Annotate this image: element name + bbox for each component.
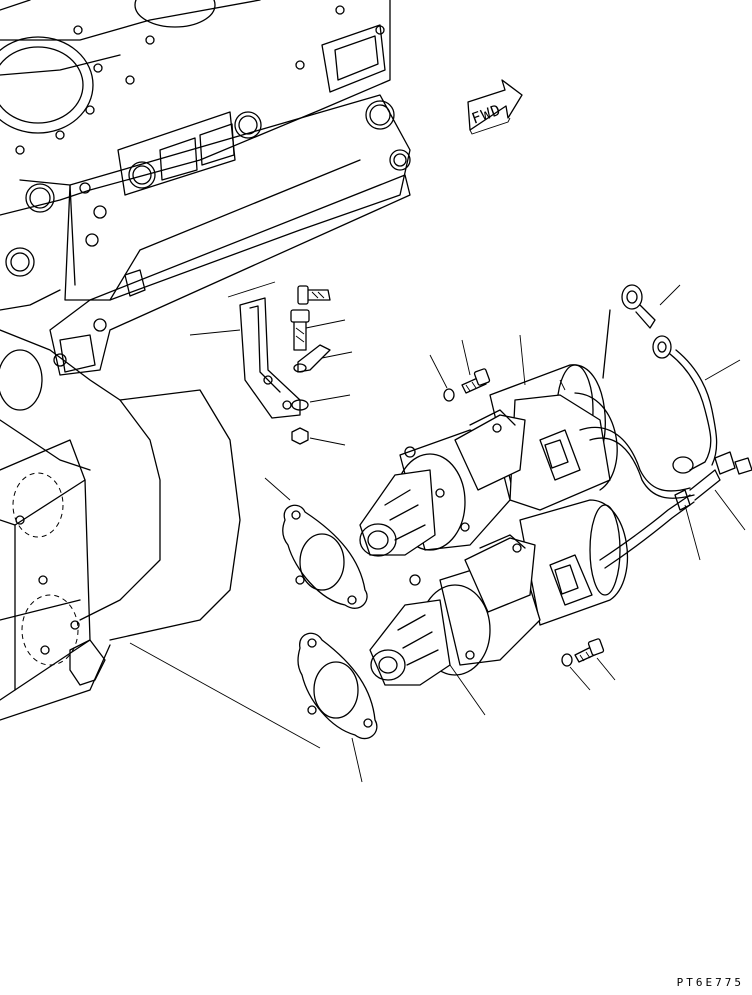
starter-motor-upper bbox=[359, 364, 618, 557]
drawing-code: PT6E775 bbox=[676, 976, 744, 989]
starter-motor-lower bbox=[369, 499, 629, 686]
engine-block bbox=[0, 0, 411, 749]
starter-bolt-lower bbox=[574, 638, 616, 681]
wiring-harness bbox=[579, 309, 752, 569]
bracket-bolt-upper bbox=[297, 285, 331, 305]
bracket-clip bbox=[293, 344, 353, 373]
bracket-bolt-lower bbox=[290, 309, 346, 351]
bracket-nut bbox=[291, 427, 346, 446]
starter-gasket-upper bbox=[264, 477, 368, 609]
forward-direction-arrow: FWD bbox=[467, 79, 523, 135]
leader-upper-starter bbox=[519, 334, 526, 386]
bracket-washer bbox=[291, 394, 351, 411]
starter-gasket-lower bbox=[297, 632, 378, 783]
starter-washer-upper bbox=[429, 354, 455, 402]
starter-bracket bbox=[189, 281, 301, 419]
starter-washer-lower bbox=[561, 653, 591, 691]
starter-bolt-upper bbox=[461, 339, 491, 394]
leader-lower-starter bbox=[449, 664, 486, 716]
ground-cable bbox=[621, 284, 741, 474]
